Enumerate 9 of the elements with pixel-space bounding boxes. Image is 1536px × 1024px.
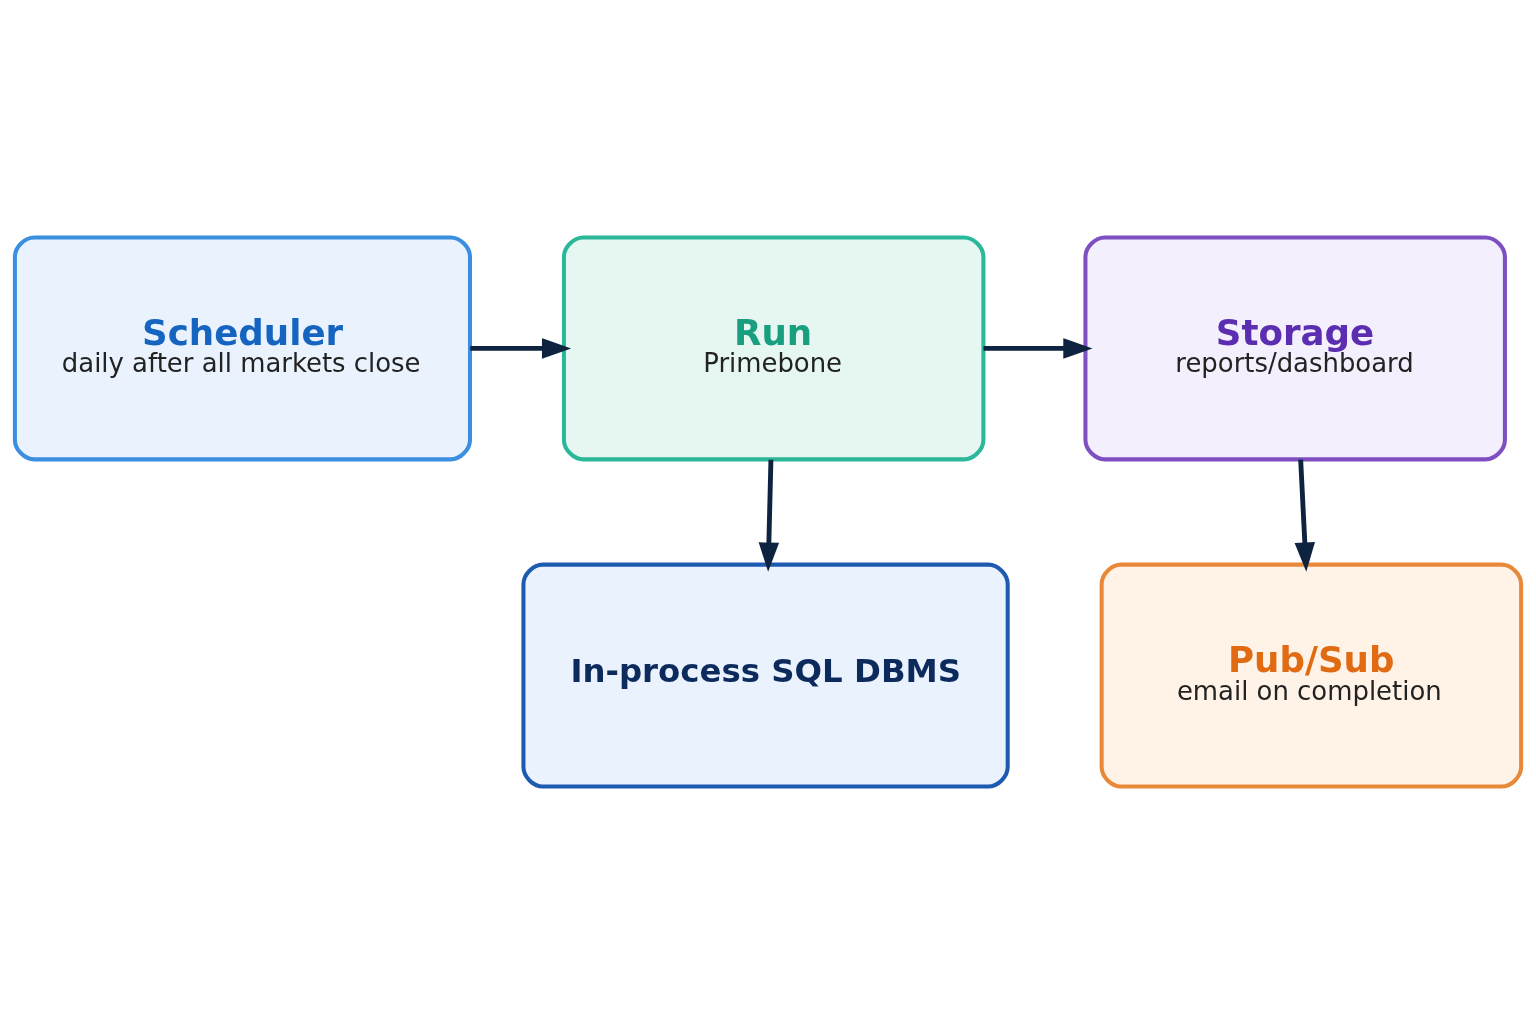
arrow [470, 338, 572, 359]
node-box: In-process SQL DBMS [521, 562, 1010, 789]
node-box: Run Primebone [561, 235, 986, 462]
arrow [758, 459, 780, 572]
node-box: Scheduler daily after all markets close [12, 235, 472, 462]
node-box: Storage reports/dashboard [1083, 235, 1507, 462]
arrow [983, 338, 1093, 359]
arrow [1294, 459, 1315, 572]
node-box: Pub/Sub email on completion [1099, 562, 1524, 789]
